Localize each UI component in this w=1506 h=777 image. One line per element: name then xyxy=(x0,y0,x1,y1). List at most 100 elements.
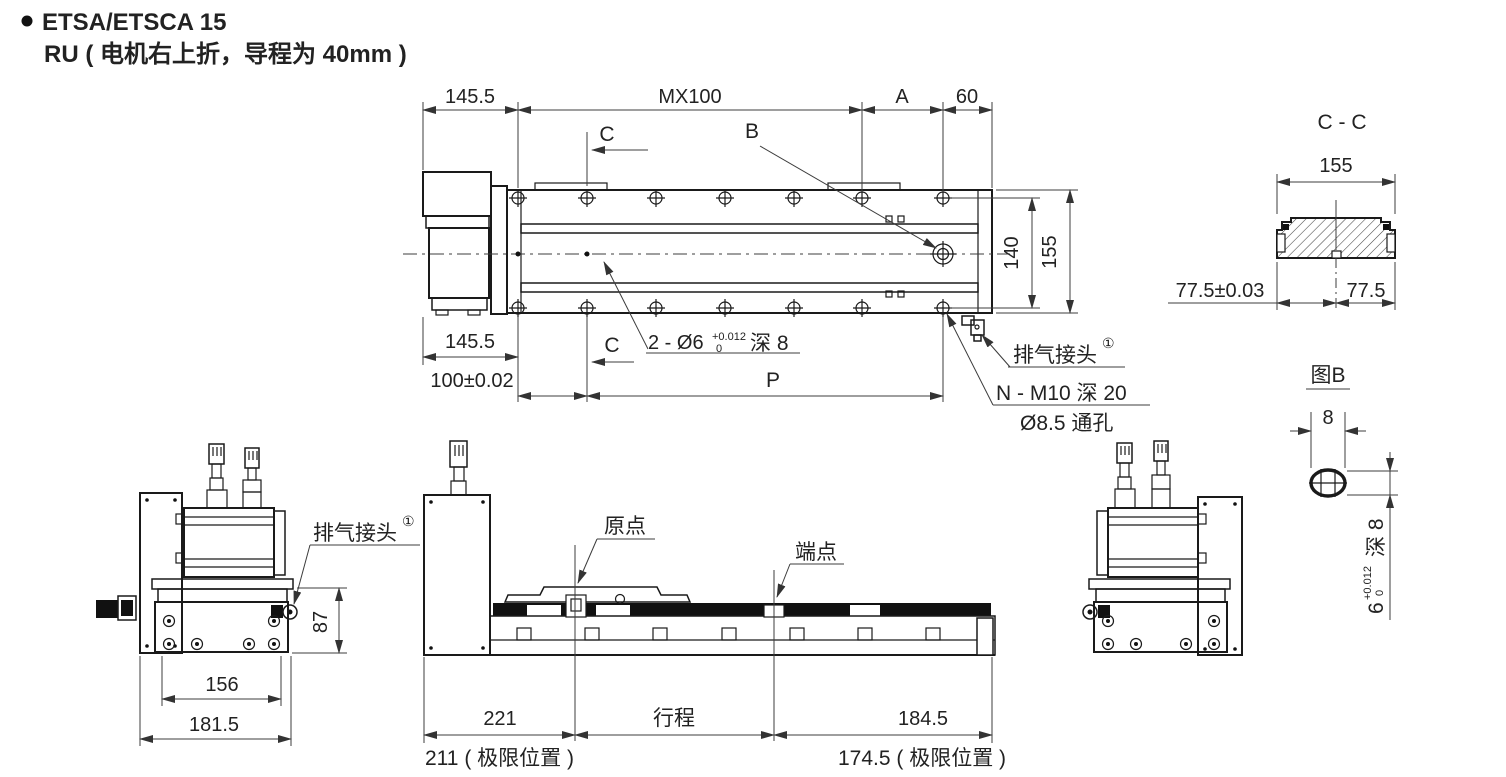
dim-155: 155 xyxy=(1039,235,1061,268)
dim-140: 140 xyxy=(1001,236,1023,269)
bullet-icon xyxy=(21,15,33,27)
slider-pad-left xyxy=(534,182,608,191)
section-cc-dims-bottom xyxy=(1168,262,1396,310)
right-view-motor xyxy=(1096,507,1207,578)
title-line2: RU ( 电机右上折，导程为 40mm ) xyxy=(44,41,407,68)
detail-b-slot xyxy=(1309,468,1347,498)
right-view xyxy=(1082,440,1243,656)
side-view-rail xyxy=(489,603,996,656)
dim-p: P xyxy=(766,369,780,392)
left-view-note-exhaust-sup: ① xyxy=(402,513,415,529)
dim-87: 87 xyxy=(310,611,332,633)
pin-hole-callout: 2 - Ø6 +0.012 0 深 8 xyxy=(603,261,800,355)
left-view-dim-181-5 xyxy=(139,656,292,746)
dim-181-5: 181.5 xyxy=(189,714,239,736)
detail-b-width-dim xyxy=(1290,412,1366,468)
section-cc-pin-notch xyxy=(1331,250,1342,259)
left-view-connector-2 xyxy=(242,447,262,509)
right-view-plate xyxy=(1197,496,1243,656)
bottom-dim-chain xyxy=(422,317,944,402)
side-view-connector xyxy=(449,440,468,496)
side-view: 原点 端点 221 行程 184.5 211 ( 极限位置 ) 174.5 ( … xyxy=(423,440,1006,770)
dim-mx100: MX100 xyxy=(658,86,721,108)
left-view-base xyxy=(154,601,289,653)
section-cc: C - C 155 77.5±0.03 77.5 xyxy=(1168,111,1396,310)
dim-stroke: 行程 xyxy=(653,707,695,730)
right-view-table-top xyxy=(1088,578,1231,590)
origin-callout: 原点 xyxy=(574,515,655,741)
mounting-holes xyxy=(509,189,952,317)
left-view-note-exhaust: 排气接头 xyxy=(313,522,397,545)
dim-145-5-bottom: 145.5 xyxy=(445,331,495,353)
label-origin: 原点 xyxy=(604,515,646,538)
note-pin-suffix: 深 8 xyxy=(750,332,789,355)
detail-b-dim-6-suffix: 深 8 xyxy=(1365,518,1388,557)
label-b-callout: B xyxy=(745,120,937,249)
section-cc-title: C - C xyxy=(1318,111,1367,134)
dim-60: 60 xyxy=(956,86,978,108)
note-exhaust: 排气接头 xyxy=(1013,344,1097,367)
note-thread: N - M10 深 20 xyxy=(996,382,1127,405)
detail-b-title: 图B xyxy=(1310,364,1345,387)
note-through: Ø8.5 通孔 xyxy=(1020,412,1113,435)
right-view-table xyxy=(1095,588,1226,603)
dim-184-5: 184.5 xyxy=(898,708,948,730)
title-line1: ETSA/ETSCA 15 xyxy=(42,9,227,36)
label-c-top: C xyxy=(599,123,614,146)
dim-156: 156 xyxy=(205,674,238,696)
exhaust-callout-top-view: 排气接头 ① xyxy=(981,334,1125,368)
detail-b-height-dim xyxy=(1347,452,1398,620)
label-end: 端点 xyxy=(795,541,837,564)
left-view-cable-fitting xyxy=(96,595,137,621)
right-view-connector-2 xyxy=(1151,440,1171,509)
dim-174-5-limit: 174.5 ( 极限位置 ) xyxy=(838,747,1006,770)
right-view-connector-1 xyxy=(1114,442,1136,509)
right-view-base xyxy=(1093,601,1228,653)
left-view-exhaust-callout: 排气接头 ① xyxy=(293,513,420,605)
pin-hole-1 xyxy=(515,251,521,257)
note-exhaust-sup: ① xyxy=(1102,335,1115,351)
end-callout: 端点 xyxy=(773,541,844,741)
detail-b-dim-8: 8 xyxy=(1322,407,1333,429)
detail-b: 图B 8 6 +0.012 0 深 8 xyxy=(1290,364,1398,620)
section-cc-dims-top xyxy=(1276,174,1396,214)
note-pin-prefix: 2 - Ø6 xyxy=(648,332,704,354)
dim-100: 100±0.02 xyxy=(430,370,513,392)
left-view-dim-87 xyxy=(292,587,347,654)
left-view-connector-1 xyxy=(206,443,228,509)
side-view-slider xyxy=(503,586,785,618)
note-pin-tol-sup: +0.012 xyxy=(712,331,746,343)
right-view-exhaust-fitting xyxy=(1082,604,1110,620)
top-dim-chain xyxy=(422,102,993,192)
section-cc-dim-155: 155 xyxy=(1319,155,1352,177)
side-view-dim-chain xyxy=(423,657,993,743)
dim-a: A xyxy=(895,86,909,108)
page-title: ETSA/ETSCA 15 RU ( 电机右上折，导程为 40mm ) xyxy=(21,9,407,68)
dim-145-5-top: 145.5 xyxy=(445,86,495,108)
label-c-bottom: C xyxy=(604,334,619,357)
top-view-body xyxy=(403,182,1010,315)
detail-b-dim-6-sup: +0.012 xyxy=(1362,566,1374,600)
dim-140-155 xyxy=(950,189,1078,314)
dim-211-limit: 211 ( 极限位置 ) xyxy=(425,747,574,770)
detail-b-dim-6: 6 xyxy=(1365,602,1388,614)
section-c-bottom: C xyxy=(591,334,634,366)
left-view: 排气接头 ① 87 156 181.5 xyxy=(96,443,420,746)
label-b: B xyxy=(745,120,759,143)
pin-hole-2 xyxy=(584,251,590,257)
note-pin-tol-sub: 0 xyxy=(716,343,722,355)
section-c-top: C xyxy=(586,123,648,186)
slider-pad-right xyxy=(827,182,901,191)
thread-callout: N - M10 深 20 Ø8.5 通孔 xyxy=(946,313,1150,435)
section-cc-dim-77-5-tol: 77.5±0.03 xyxy=(1176,280,1265,302)
b-hole xyxy=(930,241,956,267)
left-view-table xyxy=(157,588,288,603)
detail-b-dim-6-sub: 0 xyxy=(1374,590,1386,596)
left-view-motor xyxy=(175,507,286,578)
top-view-motor xyxy=(422,171,492,316)
left-view-table-top xyxy=(151,578,294,590)
left-view-dim-156 xyxy=(161,656,282,706)
detail-b-depth-note: 6 +0.012 0 深 8 xyxy=(1362,518,1388,614)
